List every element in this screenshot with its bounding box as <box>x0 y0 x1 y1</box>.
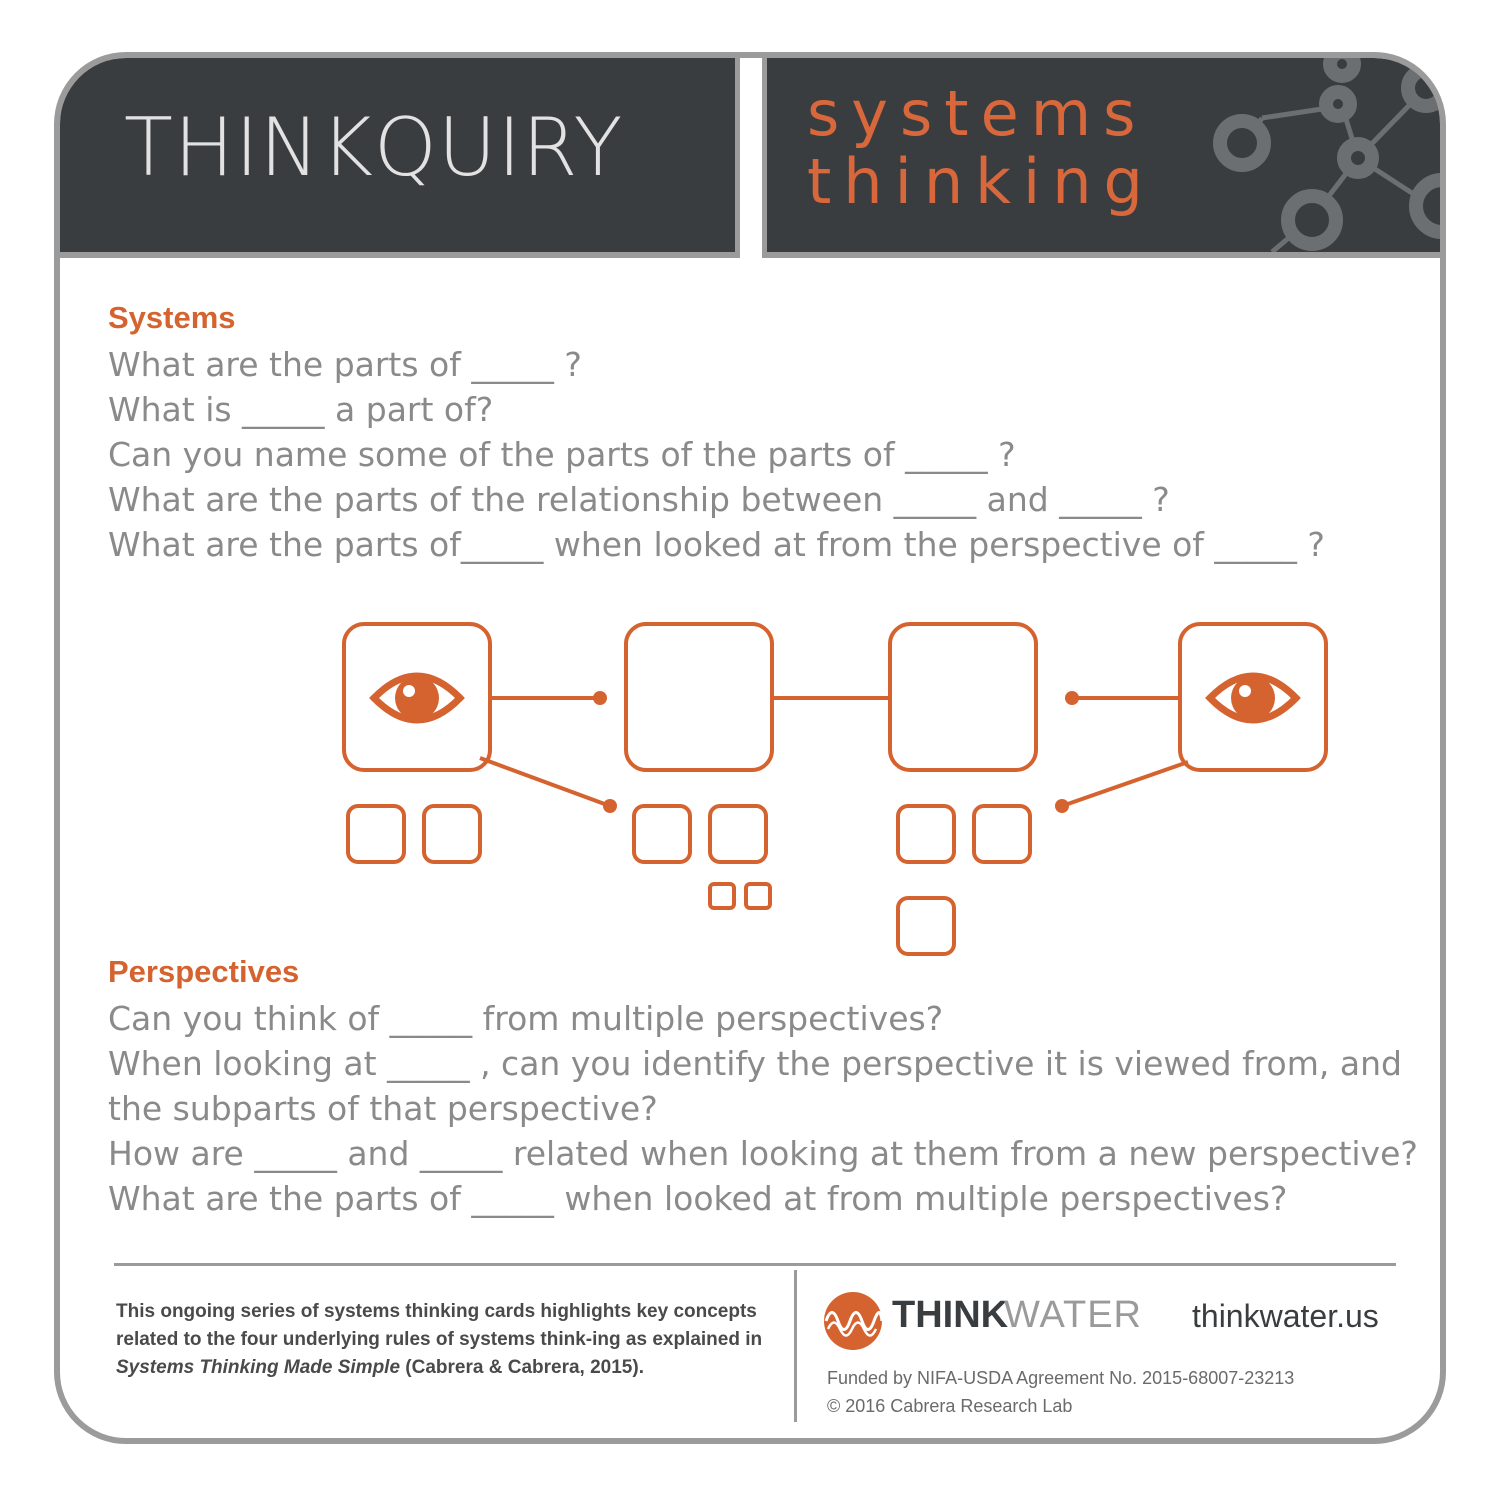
systems-heading: Systems <box>108 300 236 335</box>
perspective-box <box>1178 622 1328 772</box>
part-box <box>624 622 774 772</box>
subpart-box <box>896 896 956 956</box>
brand-title: THINKQUIRY <box>124 101 624 194</box>
subpart-box <box>708 804 768 864</box>
eye-icon <box>1205 672 1301 724</box>
header-gap <box>740 58 762 258</box>
systems-question-5: What are the parts of_____ when looked a… <box>108 525 1325 564</box>
subpart-box <box>422 804 482 864</box>
website-link[interactable]: thinkwater.us <box>1192 1298 1379 1334</box>
copyright-line: © 2016 Cabrera Research Lab <box>827 1396 1073 1416</box>
subpart-box <box>632 804 692 864</box>
topic-line-2: thinking <box>807 145 1155 218</box>
part-box <box>888 622 1038 772</box>
footer-divider <box>114 1263 1396 1266</box>
perspectives-heading: Perspectives <box>108 954 300 989</box>
footer-vertical-divider <box>794 1270 797 1422</box>
perspectives-question-2: When looking at _____ , can you identify… <box>108 1044 1402 1128</box>
book-title: Systems Thinking Made Simple <box>116 1357 401 1378</box>
footer-description-after: (Cabrera & Cabrera, 2015). <box>400 1357 644 1378</box>
connector-dot <box>1065 691 1079 705</box>
connector-dot <box>603 799 617 813</box>
thinkwater-wave-icon <box>824 1292 884 1350</box>
topic-line-1: systems <box>807 77 1148 150</box>
subsubpart-box <box>744 882 772 910</box>
perspectives-question-1: Can you think of _____ from multiple per… <box>108 999 944 1038</box>
subpart-box <box>346 804 406 864</box>
subpart-box <box>896 804 956 864</box>
connector-dot <box>593 691 607 705</box>
thinkquiry-card: THINKQUIRY systems thinking <box>54 52 1446 1444</box>
systems-question-3: Can you name some of the parts of the pa… <box>108 435 1016 474</box>
perspectives-question-4: What are the parts of _____ when looked … <box>108 1179 1288 1218</box>
connector-line <box>1061 760 1189 808</box>
systems-question-1: What are the parts of _____ ? <box>108 345 582 384</box>
footer-description: This ongoing series of systems thinking … <box>116 1298 776 1382</box>
funding-line: Funded by NIFA-USDA Agreement No. 2015-6… <box>827 1368 1295 1388</box>
subsubpart-box <box>708 882 736 910</box>
connector-dot <box>1055 799 1069 813</box>
header-topic-panel: systems thinking <box>762 58 1440 258</box>
systems-question-2: What is _____ a part of? <box>108 390 494 429</box>
systems-question-4: What are the parts of the relationship b… <box>108 480 1170 519</box>
logo-water-text: WATER <box>1004 1294 1142 1336</box>
topic-title: systems thinking <box>807 80 1155 216</box>
perspective-box <box>342 622 492 772</box>
systems-perspectives-diagram <box>342 622 1328 956</box>
eye-icon <box>369 672 465 724</box>
molecule-network-icon <box>1213 58 1440 252</box>
header-brand-panel: THINKQUIRY <box>60 58 740 258</box>
subpart-box <box>972 804 1032 864</box>
logo-think-text: THINK <box>892 1294 1009 1336</box>
connector-line <box>479 756 611 808</box>
funding-info: Funded by NIFA-USDA Agreement No. 2015-6… <box>827 1364 1294 1420</box>
perspectives-question-3: How are _____ and _____ related when loo… <box>108 1134 1418 1173</box>
footer-description-before: This ongoing series of systems thinking … <box>116 1301 763 1350</box>
